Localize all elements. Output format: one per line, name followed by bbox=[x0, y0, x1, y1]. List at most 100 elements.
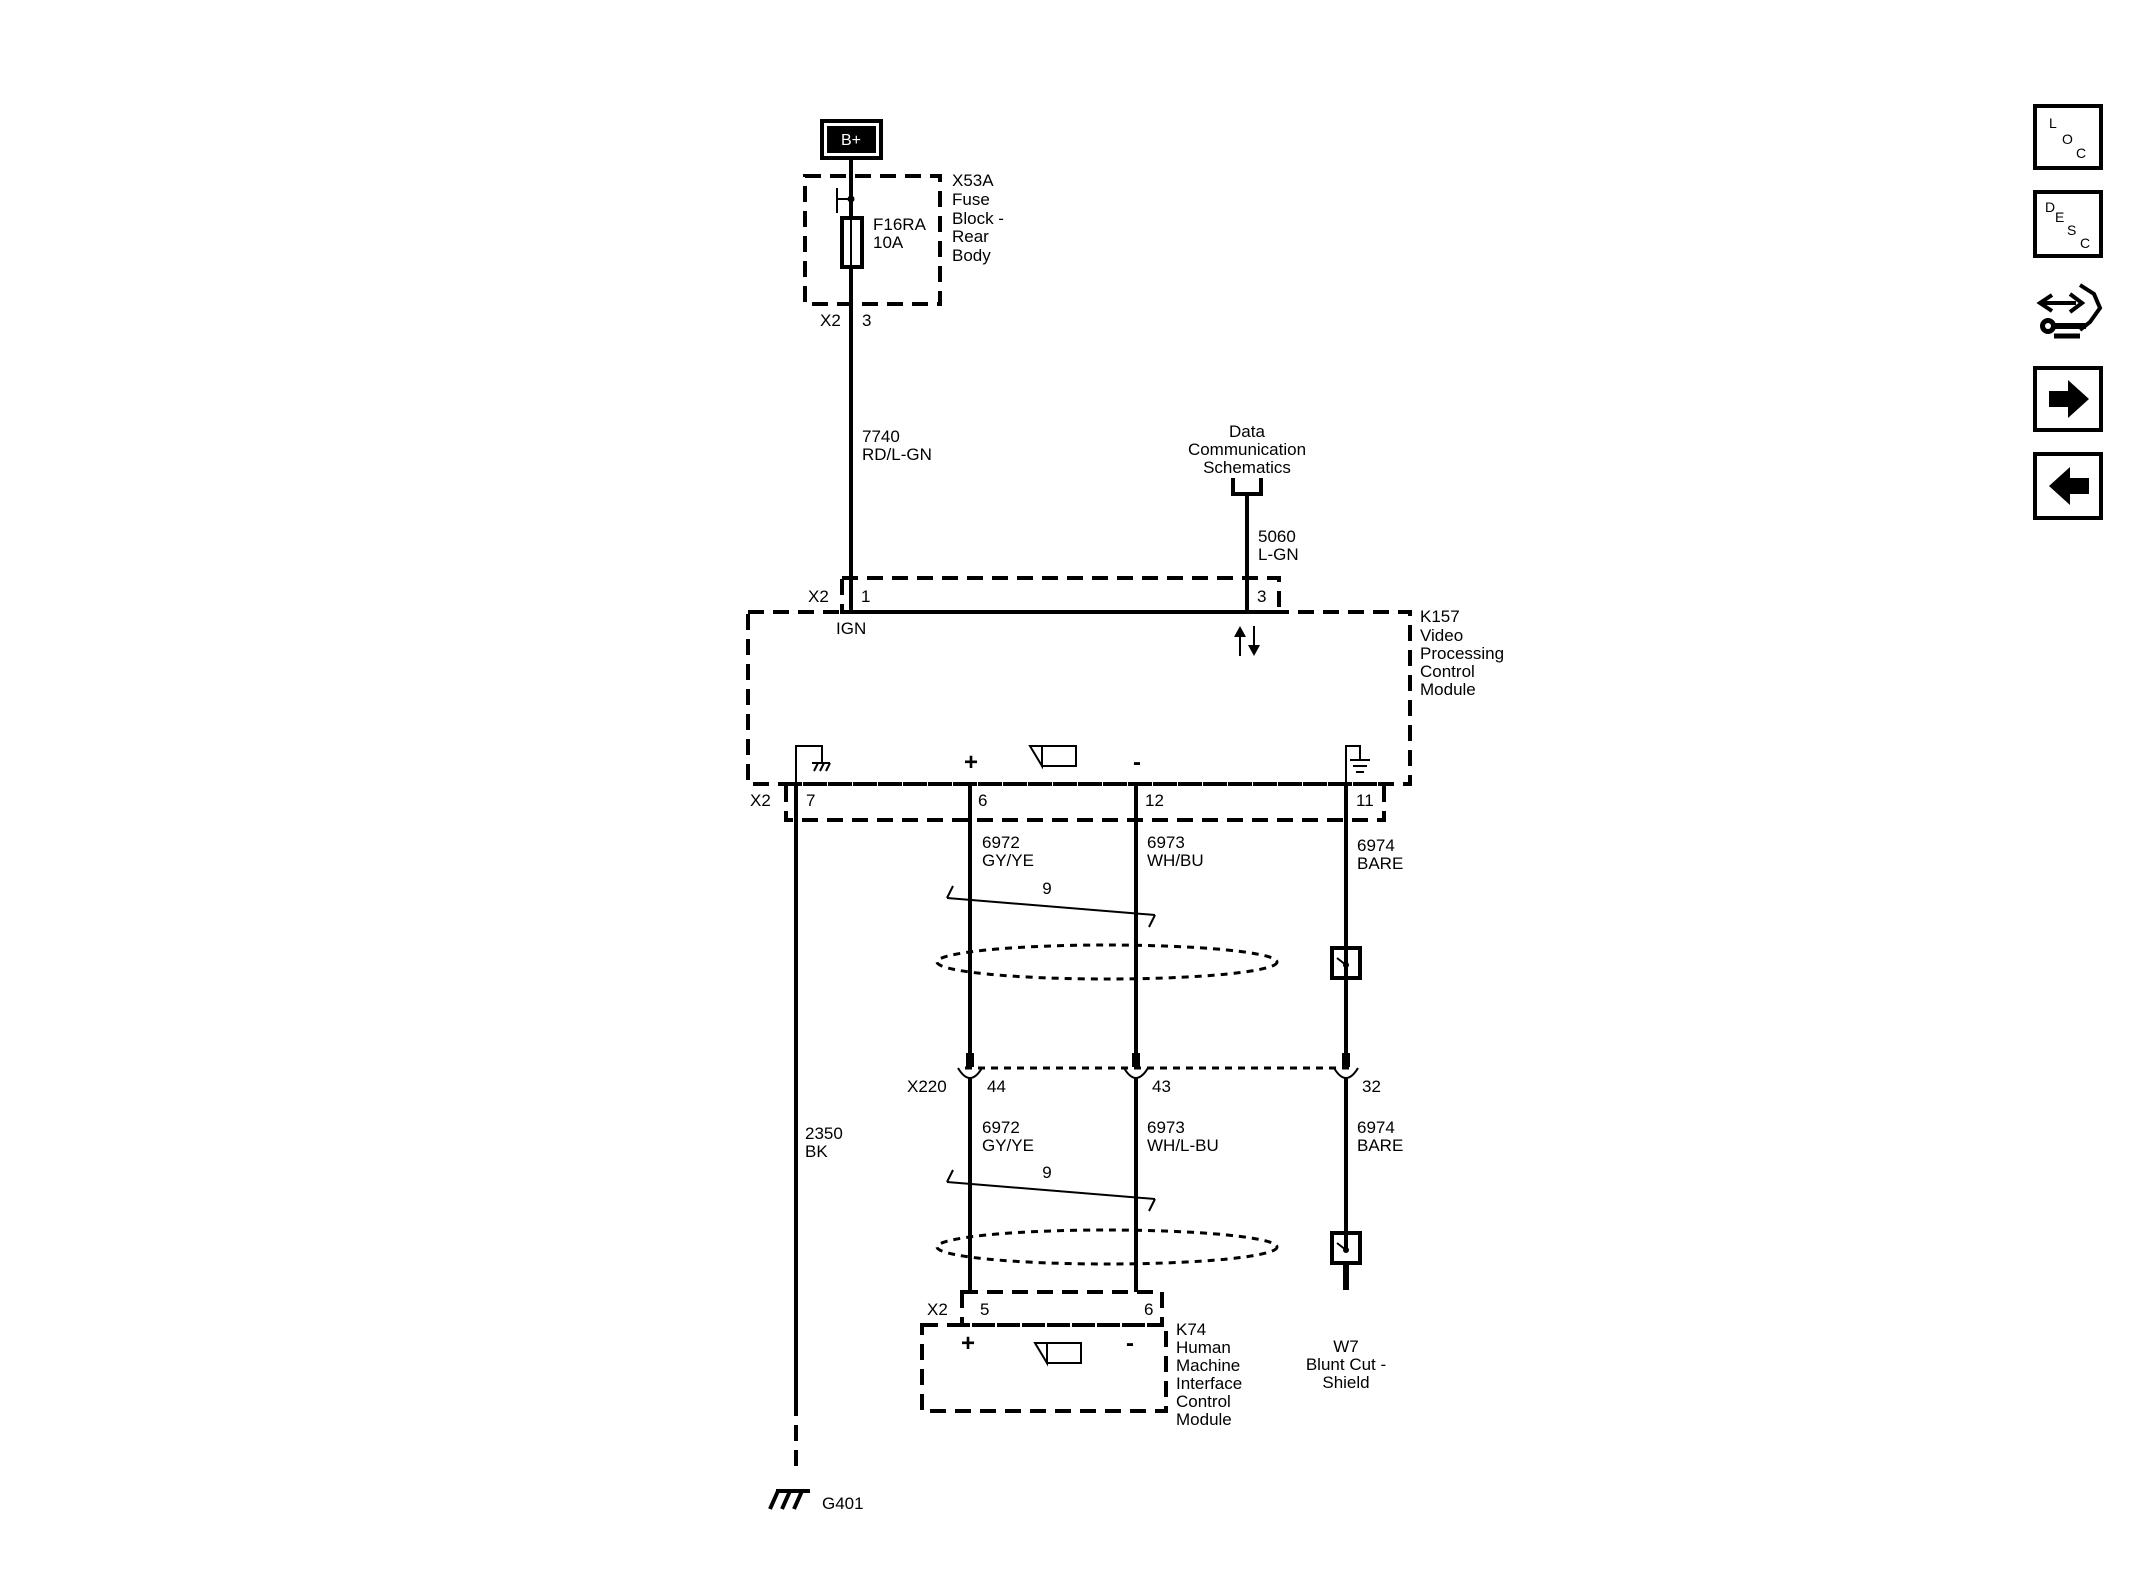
k157-bottom-connector-outline bbox=[784, 782, 1386, 822]
k157-top-connector: X2 bbox=[808, 587, 829, 606]
twisted-pair-icon-upper bbox=[946, 885, 1156, 928]
fuse-block-outline bbox=[803, 174, 942, 306]
wire-6972-lower-color: GY/YE bbox=[982, 1136, 1034, 1155]
k157-name-3: Control bbox=[1420, 662, 1475, 681]
wire-6974-upper-color: BARE bbox=[1357, 854, 1403, 873]
previous-page-icon bbox=[2049, 467, 2089, 505]
k157-top-connector-outline bbox=[840, 576, 1281, 614]
battery-positive-label: B+ bbox=[841, 132, 861, 149]
fuse-block-name-3: Rear bbox=[952, 227, 989, 246]
shield-ellipse-lower bbox=[935, 1228, 1279, 1266]
k74-pin-minus: 6 bbox=[1144, 1300, 1153, 1319]
wire-7740-color: RD/L-GN bbox=[862, 445, 932, 464]
k74-name-1: Human bbox=[1176, 1338, 1231, 1357]
data-comm-line-2: Communication bbox=[1188, 440, 1306, 459]
k157-pin-ground: 7 bbox=[806, 791, 815, 810]
k74-camera-icon bbox=[1033, 1342, 1082, 1367]
data-comm-line-3: Schematics bbox=[1203, 458, 1291, 477]
shield-ellipse-upper bbox=[935, 943, 1279, 981]
wire-6974-lower-color: BARE bbox=[1357, 1136, 1403, 1155]
k74-minus-sign: - bbox=[1126, 1330, 1134, 1357]
k157-name-2: Processing bbox=[1420, 644, 1504, 663]
w7-id: W7 bbox=[1333, 1337, 1359, 1356]
k157-minus-sign: - bbox=[1133, 749, 1141, 776]
k74-pin-plus: 5 bbox=[980, 1300, 989, 1319]
loc-button[interactable]: L O C bbox=[2033, 104, 2103, 170]
fuse-block-name-1: Fuse bbox=[952, 190, 990, 209]
wire-6972-lower-circuit: 6972 bbox=[982, 1118, 1020, 1137]
wire-6974-upper-circuit: 6974 bbox=[1357, 836, 1395, 855]
loc-letter-c: C bbox=[2076, 145, 2086, 161]
ground-g401-icon bbox=[768, 1489, 810, 1510]
fuse-block-connector: X2 bbox=[820, 311, 841, 330]
signal-ground-icon bbox=[1345, 745, 1370, 785]
k74-module-outline bbox=[920, 1323, 1168, 1413]
wire-6974-lower-circuit: 6974 bbox=[1357, 1118, 1395, 1137]
next-page-button[interactable] bbox=[2033, 366, 2103, 432]
k157-name-4: Module bbox=[1420, 680, 1476, 699]
k74-connector-outline bbox=[960, 1290, 1164, 1327]
k74-id: K74 bbox=[1176, 1320, 1206, 1339]
x220-pin-3: 32 bbox=[1362, 1077, 1381, 1096]
wire-6973-upper-circuit: 6973 bbox=[1147, 833, 1185, 852]
wire-6973-lower-color: WH/L-BU bbox=[1147, 1136, 1219, 1155]
k74-name-5: Module bbox=[1176, 1410, 1232, 1429]
x220-pin-2: 43 bbox=[1152, 1077, 1171, 1096]
data-comm-reference-icon bbox=[1231, 478, 1263, 496]
battery-positive-symbol: B+ bbox=[820, 119, 883, 160]
k74-name-4: Control bbox=[1176, 1392, 1231, 1411]
wire-6973-upper-color: WH/BU bbox=[1147, 851, 1204, 870]
wire-2350-color: BK bbox=[805, 1142, 828, 1161]
wire-5060-circuit: 5060 bbox=[1258, 527, 1296, 546]
camera-icon bbox=[1028, 745, 1077, 770]
previous-page-button[interactable] bbox=[2033, 452, 2103, 520]
fuse-block-pin: 3 bbox=[862, 311, 871, 330]
k157-pin-ign: 1 bbox=[861, 587, 870, 606]
k157-pin-minus: 12 bbox=[1145, 791, 1164, 810]
desc-letter-c: C bbox=[2080, 235, 2090, 251]
next-page-icon bbox=[2049, 380, 2089, 418]
twisted-pair-icon-lower bbox=[946, 1169, 1156, 1212]
desc-letter-s: S bbox=[2067, 222, 2076, 238]
k157-ign-label: IGN bbox=[836, 619, 866, 638]
wire-6972-upper-color: GY/YE bbox=[982, 851, 1034, 870]
desc-letter-d: D bbox=[2045, 199, 2055, 215]
fuse-block-name-2: Block - bbox=[952, 209, 1004, 228]
w7-line-2: Blunt Cut - bbox=[1306, 1355, 1386, 1374]
desc-button[interactable]: D E S C bbox=[2033, 190, 2103, 258]
x220-terminal-icons bbox=[957, 1053, 1359, 1079]
k74-name-3: Interface bbox=[1176, 1374, 1242, 1393]
chassis-ground-icon bbox=[795, 745, 831, 785]
fuse-name: F16RA bbox=[873, 215, 927, 234]
wire-2350-circuit: 2350 bbox=[805, 1124, 843, 1143]
loc-letter-o: O bbox=[2062, 131, 2073, 147]
twist-count-upper: 9 bbox=[1042, 879, 1051, 898]
loc-letter-l: L bbox=[2049, 115, 2057, 131]
k157-module-outline bbox=[746, 610, 1412, 786]
desc-letter-e: E bbox=[2055, 209, 2064, 225]
shield-drain-box-lower bbox=[1330, 1231, 1362, 1265]
k74-name-2: Machine bbox=[1176, 1356, 1240, 1375]
k157-pin-shield: 11 bbox=[1356, 791, 1374, 810]
bidirectional-arrows-icon bbox=[1234, 626, 1260, 656]
w7-line-3: Shield bbox=[1322, 1373, 1369, 1392]
data-comm-line-1: Data bbox=[1229, 422, 1265, 441]
k157-id: K157 bbox=[1420, 607, 1460, 626]
k74-plus-sign: + bbox=[961, 1330, 975, 1357]
k74-connector: X2 bbox=[927, 1300, 948, 1319]
k157-bottom-connector: X2 bbox=[750, 791, 771, 810]
wire-5060-color: L-GN bbox=[1258, 545, 1299, 564]
k157-name-1: Video bbox=[1420, 626, 1463, 645]
k157-pin-data: 3 bbox=[1257, 587, 1266, 606]
fuse-rating: 10A bbox=[873, 233, 904, 252]
wire-6972-upper-circuit: 6972 bbox=[982, 833, 1020, 852]
k157-pin-plus: 6 bbox=[978, 791, 987, 810]
ground-g401-label: G401 bbox=[822, 1494, 864, 1513]
component-views-icon[interactable] bbox=[2035, 276, 2105, 344]
fuse-block-id: X53A bbox=[952, 171, 994, 190]
fuse-block-name-4: Body bbox=[952, 246, 991, 265]
wire-6973-lower-circuit: 6973 bbox=[1147, 1118, 1185, 1137]
twist-count-lower: 9 bbox=[1042, 1163, 1051, 1182]
x220-label: X220 bbox=[907, 1077, 947, 1096]
